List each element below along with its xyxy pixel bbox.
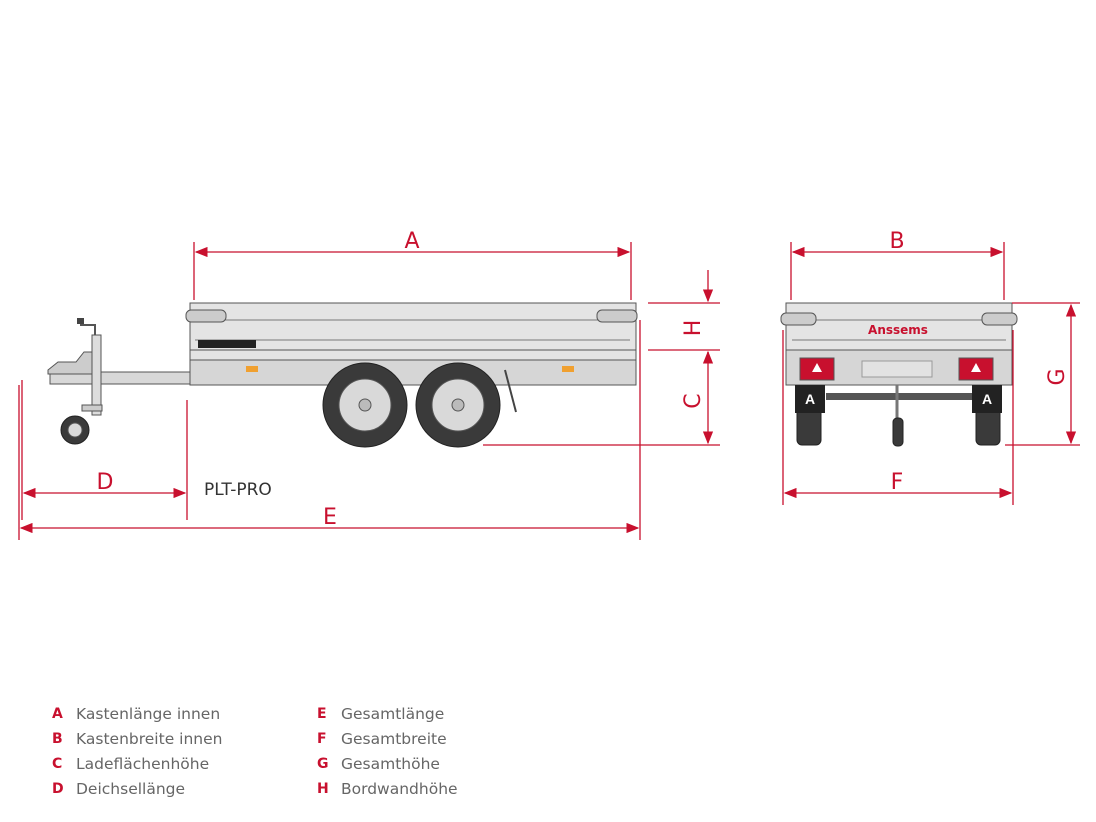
legend-key: D [52,780,64,797]
dim-label-g: G [1045,368,1070,385]
legend-item: A Kastenlänge innen [52,704,317,723]
legend-item: G Gesamthöhe [317,754,517,773]
trailer-side-view: PLT-PRO [47,302,638,500]
legend-label: Gesamthöhe [341,754,440,773]
dim-label-b: B [889,229,904,254]
legend-key: B [52,730,63,747]
brand-logo: Anssems [868,323,928,337]
model-name: PLT-PRO [204,480,272,500]
legend-key: A [52,705,63,722]
legend-key: G [317,755,329,772]
dim-label-h: H [681,320,706,337]
dimension-lines: A B H C G D E F [18,229,1080,540]
legend-key: E [317,705,327,722]
dim-label-c: C [681,393,706,408]
svg-text:A: A [805,391,815,407]
legend-label: Kastenbreite innen [76,729,223,748]
legend-label: Kastenlänge innen [76,704,221,723]
dim-label-f: F [891,470,904,495]
legend-item: C Ladeflächenhöhe [52,754,317,773]
dim-label-e: E [323,505,337,530]
legend-item: E Gesamtlänge [317,704,517,723]
legend-label: Bordwandhöhe [341,779,458,798]
legend-key: F [317,730,327,747]
legend-label: Gesamtbreite [341,729,447,748]
legend-label: Ladeflächenhöhe [76,754,210,773]
legend-item: F Gesamtbreite [317,729,517,748]
legend-label: Gesamtlänge [341,704,445,723]
legend-label: Deichsellänge [76,779,186,798]
legend-item: D Deichsellänge [52,779,317,798]
dim-label-a: A [404,229,419,254]
svg-text:A: A [982,391,992,407]
dim-label-d: D [97,470,114,495]
legend-key: H [317,780,329,797]
legend-item: B Kastenbreite innen [52,729,317,748]
trailer-rear-view: Anssems A A [780,302,1018,447]
legend-item: H Bordwandhöhe [317,779,517,798]
legend-key: C [52,755,63,772]
dimension-legend: A Kastenlänge innen E Gesamtlänge B Kastenb… [52,704,517,798]
